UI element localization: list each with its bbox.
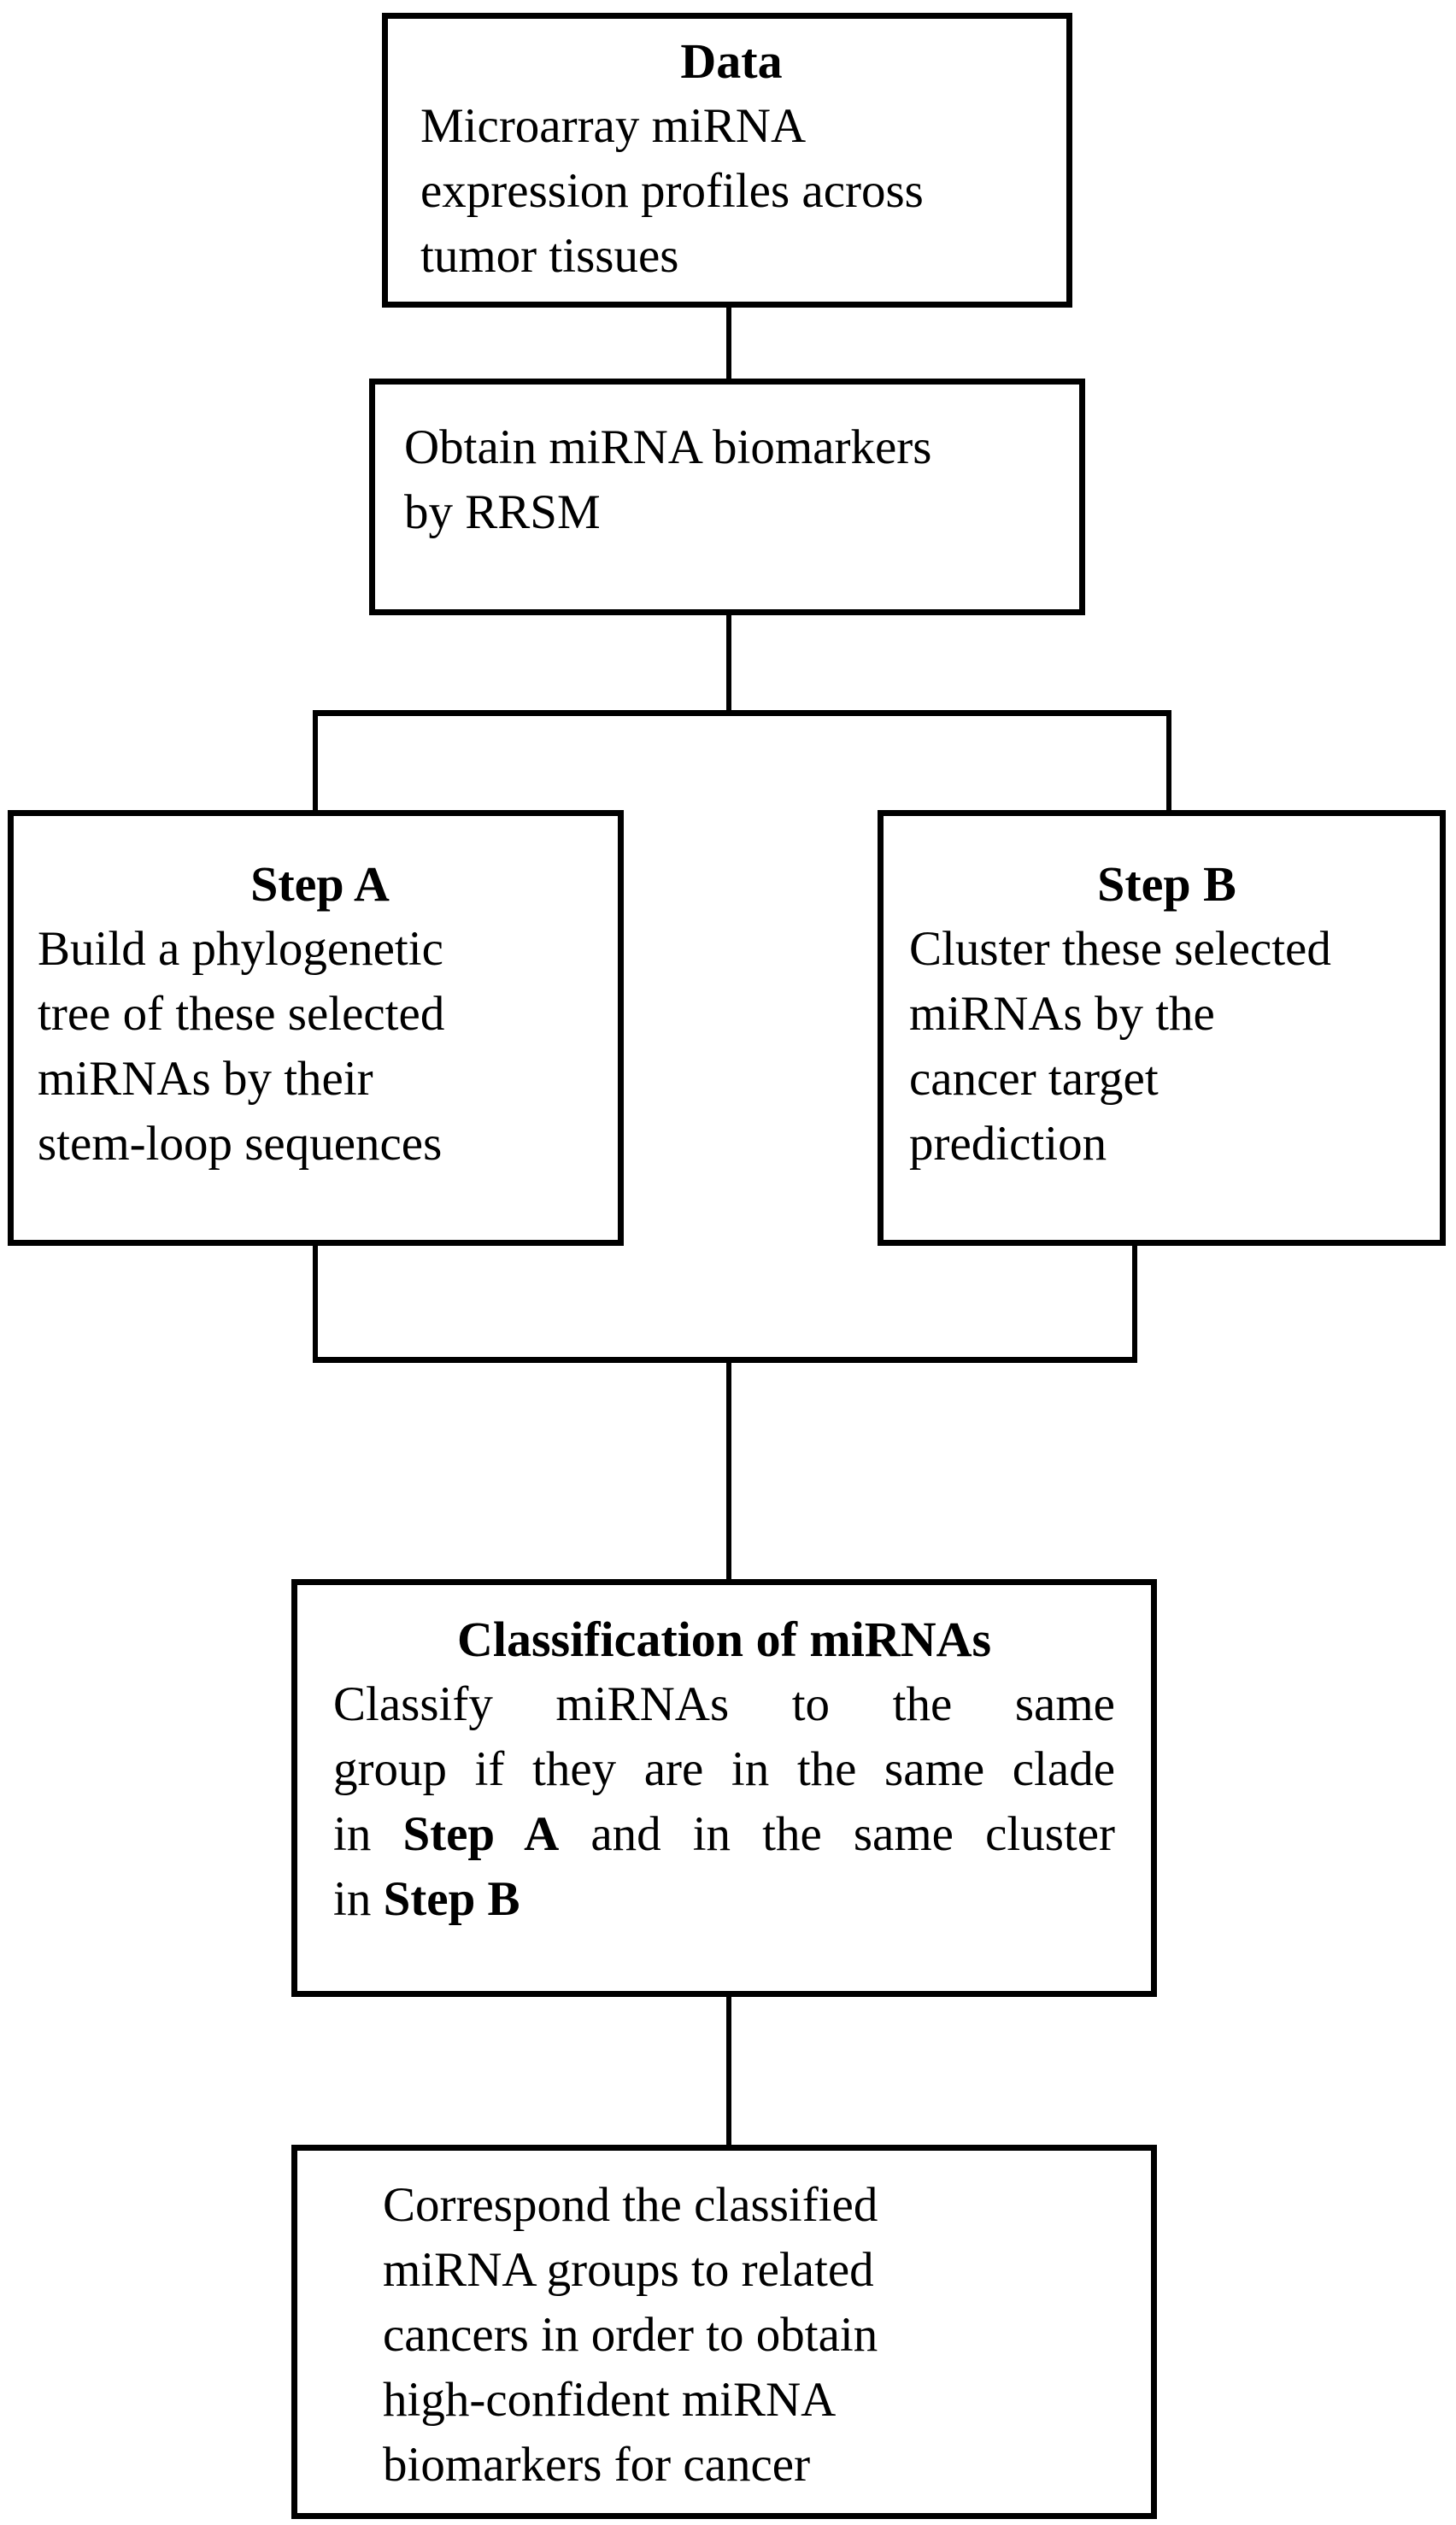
classification-body-text: and in the same cluster — [559, 1807, 1116, 1861]
data-box: Data Microarray miRNA expression profiles… — [382, 13, 1072, 308]
final-box-body: Correspond the classified miRNA groups to… — [383, 2173, 1125, 2498]
step-b-reference: Step B — [383, 1872, 520, 1926]
step-b-box-body: Cluster these selected miRNAs by the cance… — [909, 917, 1424, 1177]
box-text-line: by RRSM — [404, 485, 601, 539]
box-text-line: Correspond the classified — [383, 2178, 878, 2232]
classification-body-line: in Step A and in the same cluster — [333, 1802, 1115, 1867]
rrsm-box-body: Obtain miRNA biomarkers by RRSM — [404, 415, 1059, 545]
box-text-line: Microarray miRNA — [420, 99, 807, 153]
step-a-box-title: Step A — [250, 856, 390, 912]
merge-horizontal-line — [313, 1357, 1137, 1363]
connector-rrsm-to-branch — [726, 614, 731, 716]
box-text-line: cancers in order to obtain — [383, 2308, 878, 2362]
box-text-line: high-confident miRNA — [383, 2373, 837, 2427]
box-text-line: miRNA groups to related — [383, 2243, 874, 2297]
box-text-line: Build a phylogenetic — [38, 922, 443, 976]
branch-horizontal-line — [313, 710, 1171, 716]
branch-line-to-step-a — [313, 710, 318, 814]
box-text-line: biomarkers for cancer — [383, 2438, 811, 2492]
step-a-box-body: Build a phylogenetic tree of these select… — [38, 917, 602, 1177]
connector-classification-to-final — [726, 1994, 731, 2148]
classification-body-line: Classify miRNAs to the same — [333, 1677, 1115, 1731]
classification-box: Classification of miRNAs Classify miRNAs… — [291, 1579, 1157, 1997]
data-box-title: Data — [680, 33, 783, 89]
box-text-line: Obtain miRNA biomarkers — [404, 420, 932, 474]
data-box-body: Microarray miRNA expression profiles acro… — [420, 94, 1042, 289]
box-text-line: Cluster these selected — [909, 922, 1331, 976]
branch-line-to-step-b — [1166, 710, 1171, 814]
connector-data-to-rrsm — [726, 306, 731, 383]
step-b-box: Step B Cluster these selected miRNAs by t… — [878, 810, 1446, 1246]
connector-merge-to-classification — [726, 1357, 731, 1583]
classification-body-text: in — [333, 1807, 403, 1861]
box-text-line: tumor tissues — [420, 229, 679, 283]
classification-box-title: Classification of miRNAs — [456, 1612, 992, 1667]
box-text-line: prediction — [909, 1117, 1107, 1171]
box-text-line: stem-loop sequences — [38, 1117, 443, 1171]
classification-body-line: group if they are in the same clade — [333, 1742, 1115, 1796]
box-text-line: tree of these selected — [38, 987, 445, 1041]
step-a-box: Step A Build a phylogenetic tree of these… — [8, 810, 624, 1246]
box-text-line: miRNAs by the — [909, 987, 1215, 1041]
step-b-box-title: Step B — [1097, 856, 1236, 912]
box-text-line: cancer target — [909, 1052, 1159, 1106]
rrsm-box: Obtain miRNA biomarkers by RRSM — [369, 379, 1085, 615]
merge-line-from-step-a — [313, 1242, 318, 1362]
merge-line-from-step-b — [1132, 1242, 1137, 1362]
classification-body-text: in — [333, 1872, 384, 1926]
final-box: Correspond the classified miRNA groups to… — [291, 2145, 1157, 2519]
classification-body-line: in Step B — [333, 1867, 1115, 1932]
box-text-line: expression profiles across — [420, 164, 924, 218]
box-text-line: miRNAs by their — [38, 1052, 373, 1106]
step-a-reference: Step A — [402, 1807, 560, 1861]
